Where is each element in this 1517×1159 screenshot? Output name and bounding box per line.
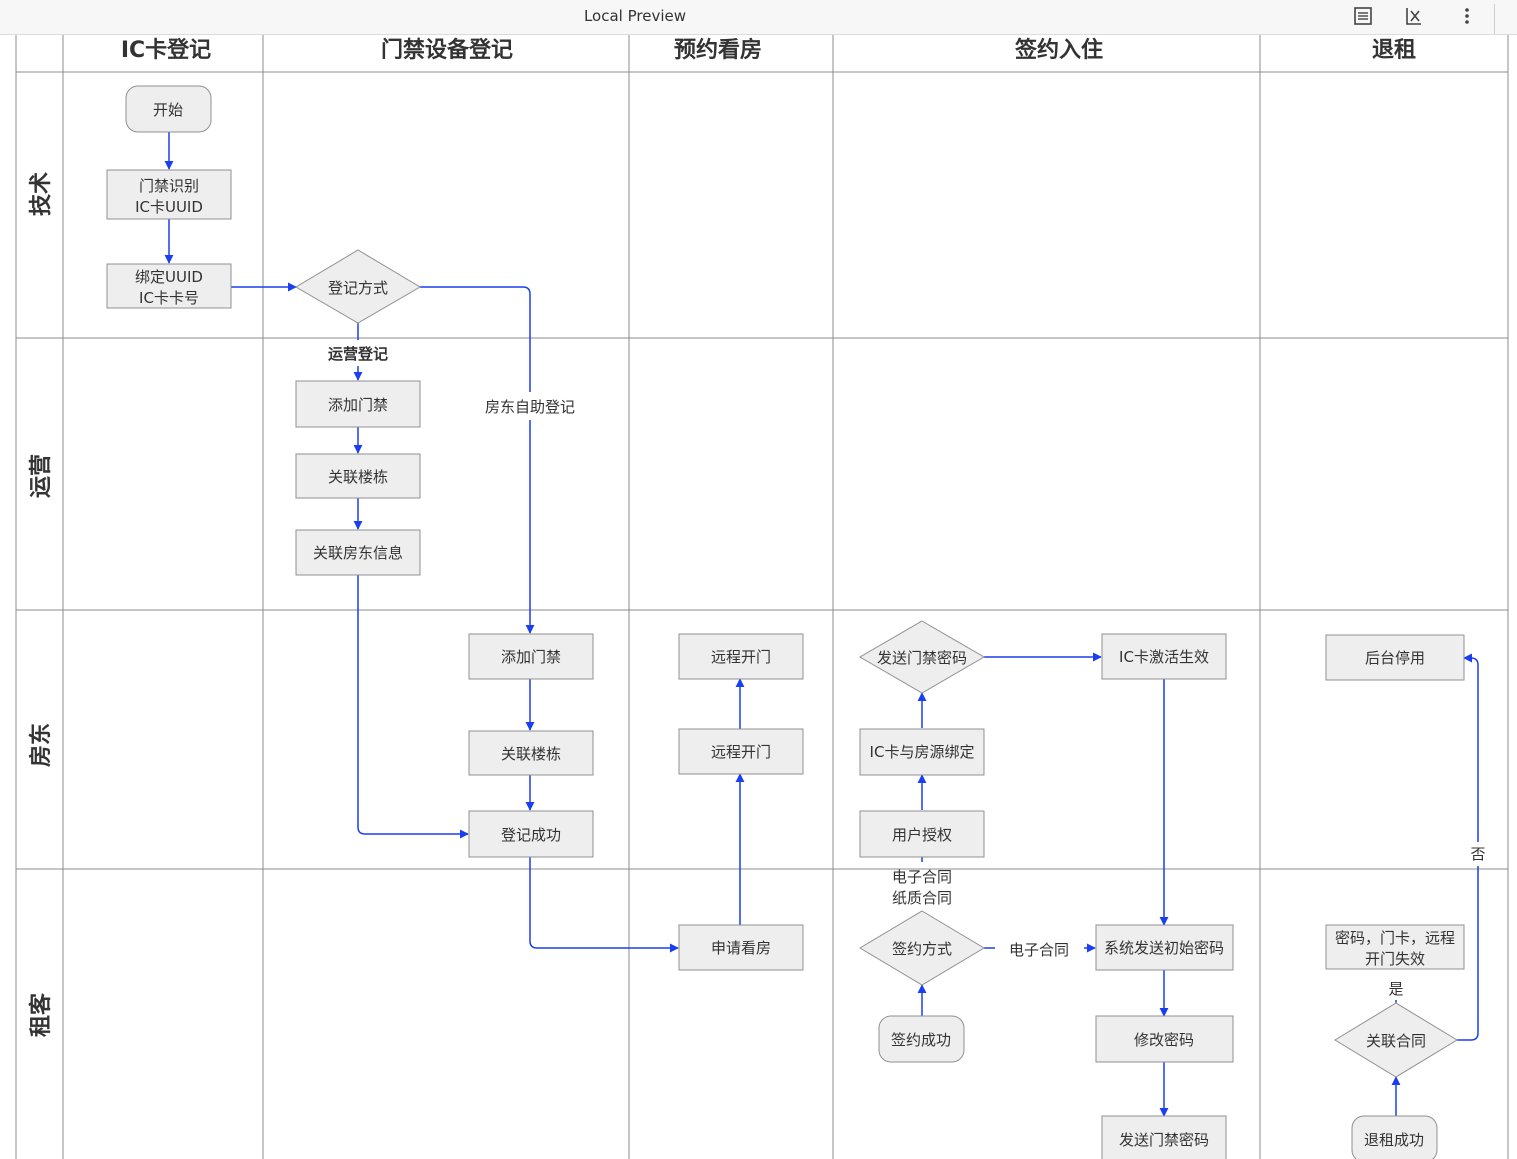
lane-headers: 技术 运营 房东 租客 [28, 172, 54, 1037]
node-checkout-success[interactable]: 退租成功 [1351, 1115, 1438, 1159]
node-remote-open-2[interactable]: 远程开门 [678, 728, 804, 775]
lane-header-landlord: 房东 [28, 723, 54, 767]
edge-label-contract-type-1: 电子合同 [892, 868, 952, 886]
edge-label-ops-register: 运营登记 [328, 345, 388, 363]
column-header-checkout: 退租 [1372, 38, 1416, 63]
edge-label-e-contract: 电子合同 [1009, 941, 1069, 959]
column-header-viewing: 预约看房 [674, 37, 762, 63]
swimlane-grid [15, 30, 1509, 1159]
node-register-method-label: 登记方式 [328, 279, 388, 297]
column-header-device-register: 门禁设备登记 [381, 37, 513, 63]
edge-ops-to-register-success [357, 575, 469, 839]
node-change-pwd-label: 修改密码 [1134, 1031, 1194, 1049]
node-ic-bind-house[interactable]: IC卡与房源绑定 [859, 728, 985, 776]
node-send-access-pwd-2-label: 发送门禁密码 [1119, 1131, 1209, 1149]
list-icon[interactable] [1352, 5, 1374, 27]
node-link-contract-label: 关联合同 [1366, 1032, 1426, 1050]
edge-label-self-register: 房东自助登记 [485, 398, 575, 416]
edge-label-yes: 是 [1388, 980, 1403, 998]
node-invalidate-label-2: 开门失效 [1365, 950, 1425, 968]
node-register-success-label: 登记成功 [501, 826, 561, 844]
node-apply-viewing-label: 申请看房 [711, 939, 771, 957]
node-send-access-pwd-2[interactable]: 发送门禁密码 [1101, 1115, 1227, 1159]
node-ic-bind-house-label: IC卡与房源绑定 [870, 743, 975, 761]
node-ic-activate-label: IC卡激活生效 [1119, 648, 1209, 666]
node-ops-add-access-label: 添加门禁 [328, 396, 388, 414]
formula-icon[interactable] [1403, 5, 1425, 27]
node-checkout-success-label: 退租成功 [1364, 1131, 1424, 1149]
lane-header-tenant: 租客 [28, 992, 54, 1037]
edge-label-no: 否 [1470, 845, 1485, 863]
node-register-method[interactable]: 登记方式 [295, 249, 421, 324]
window-titlebar: Local Preview [0, 0, 1517, 35]
node-bind-uuid-label-1: 绑定UUID [135, 268, 203, 286]
node-remote-open-2-label: 远程开门 [711, 743, 771, 761]
titlebar-divider [1494, 4, 1495, 34]
node-start-label: 开始 [153, 101, 183, 119]
lane-header-ops: 运营 [29, 454, 54, 498]
node-invalidate-label-1: 密码，门卡，远程 [1335, 929, 1455, 947]
node-link-contract[interactable]: 关联合同 [1334, 1002, 1458, 1078]
edge-success-to-apply [529, 857, 679, 953]
node-sign-success[interactable]: 签约成功 [878, 1015, 965, 1063]
node-sign-method[interactable]: 签约方式 [859, 910, 985, 986]
node-start[interactable]: 开始 [125, 85, 212, 133]
node-sign-method-label: 签约方式 [892, 940, 952, 958]
node-send-access-pwd[interactable]: 发送门禁密码 [859, 620, 985, 694]
nodes: 开始 门禁识别 IC卡UUID 绑定UUID IC卡卡号 登记方式 添加门禁 关… [106, 85, 1465, 1159]
node-system-send-pwd[interactable]: 系统发送初始密码 [1095, 924, 1234, 971]
node-ic-identify-label-2: IC卡UUID [135, 198, 203, 216]
edge-link-to-disable-part2 [1463, 653, 1479, 842]
node-send-access-pwd-label: 发送门禁密码 [877, 649, 967, 667]
node-ops-link-landlord[interactable]: 关联房东信息 [295, 529, 421, 576]
node-ops-link-building[interactable]: 关联楼栋 [295, 453, 421, 499]
node-invalidate[interactable]: 密码，门卡，远程 开门失效 [1325, 924, 1465, 970]
node-system-send-pwd-label: 系统发送初始密码 [1104, 939, 1224, 957]
edge-label-contract-type-2: 纸质合同 [892, 889, 952, 907]
node-bind-uuid-label-2: IC卡卡号 [139, 289, 199, 307]
node-ic-identify-label-1: 门禁识别 [139, 177, 199, 195]
node-apply-viewing[interactable]: 申请看房 [678, 924, 804, 971]
node-ll-add-access-label: 添加门禁 [501, 648, 561, 666]
node-ic-identify[interactable]: 门禁识别 IC卡UUID [106, 169, 232, 220]
node-sign-success-label: 签约成功 [891, 1031, 951, 1049]
node-change-pwd[interactable]: 修改密码 [1095, 1015, 1234, 1063]
node-user-auth[interactable]: 用户授权 [859, 810, 985, 858]
node-ic-activate[interactable]: IC卡激活生效 [1101, 633, 1227, 680]
node-ops-add-access[interactable]: 添加门禁 [295, 380, 421, 428]
edge-labels: 运营登记 房东自助登记 电子合同 纸质合同 电子合同 是 否 [328, 345, 1486, 998]
node-ops-link-landlord-label: 关联房东信息 [313, 544, 403, 562]
more-vertical-icon[interactable] [1456, 5, 1478, 27]
node-backend-disable[interactable]: 后台停用 [1325, 634, 1465, 681]
node-remote-open-1-label: 远程开门 [711, 648, 771, 666]
edge-register-to-self-part1 [420, 286, 531, 392]
node-ops-link-building-label: 关联楼栋 [328, 468, 388, 486]
window-title: Local Preview [583, 7, 687, 25]
node-bind-uuid[interactable]: 绑定UUID IC卡卡号 [106, 263, 232, 309]
column-header-ic-card: IC卡登记 [121, 38, 211, 63]
node-register-success[interactable]: 登记成功 [468, 810, 594, 858]
node-ll-link-building-label: 关联楼栋 [501, 745, 561, 763]
column-headers: IC卡登记 门禁设备登记 预约看房 签约入住 退租 [121, 37, 1416, 63]
node-backend-disable-label: 后台停用 [1365, 649, 1425, 667]
node-remote-open-1[interactable]: 远程开门 [678, 633, 804, 680]
node-ll-add-access[interactable]: 添加门禁 [468, 633, 594, 680]
node-user-auth-label: 用户授权 [892, 826, 952, 844]
lane-header-tech: 技术 [29, 172, 54, 216]
node-ll-link-building[interactable]: 关联楼栋 [468, 730, 594, 776]
edge-link-to-disable-part1 [1457, 866, 1479, 1041]
edges [164, 132, 1479, 1117]
column-header-sign-checkin: 签约入住 [1014, 37, 1103, 63]
